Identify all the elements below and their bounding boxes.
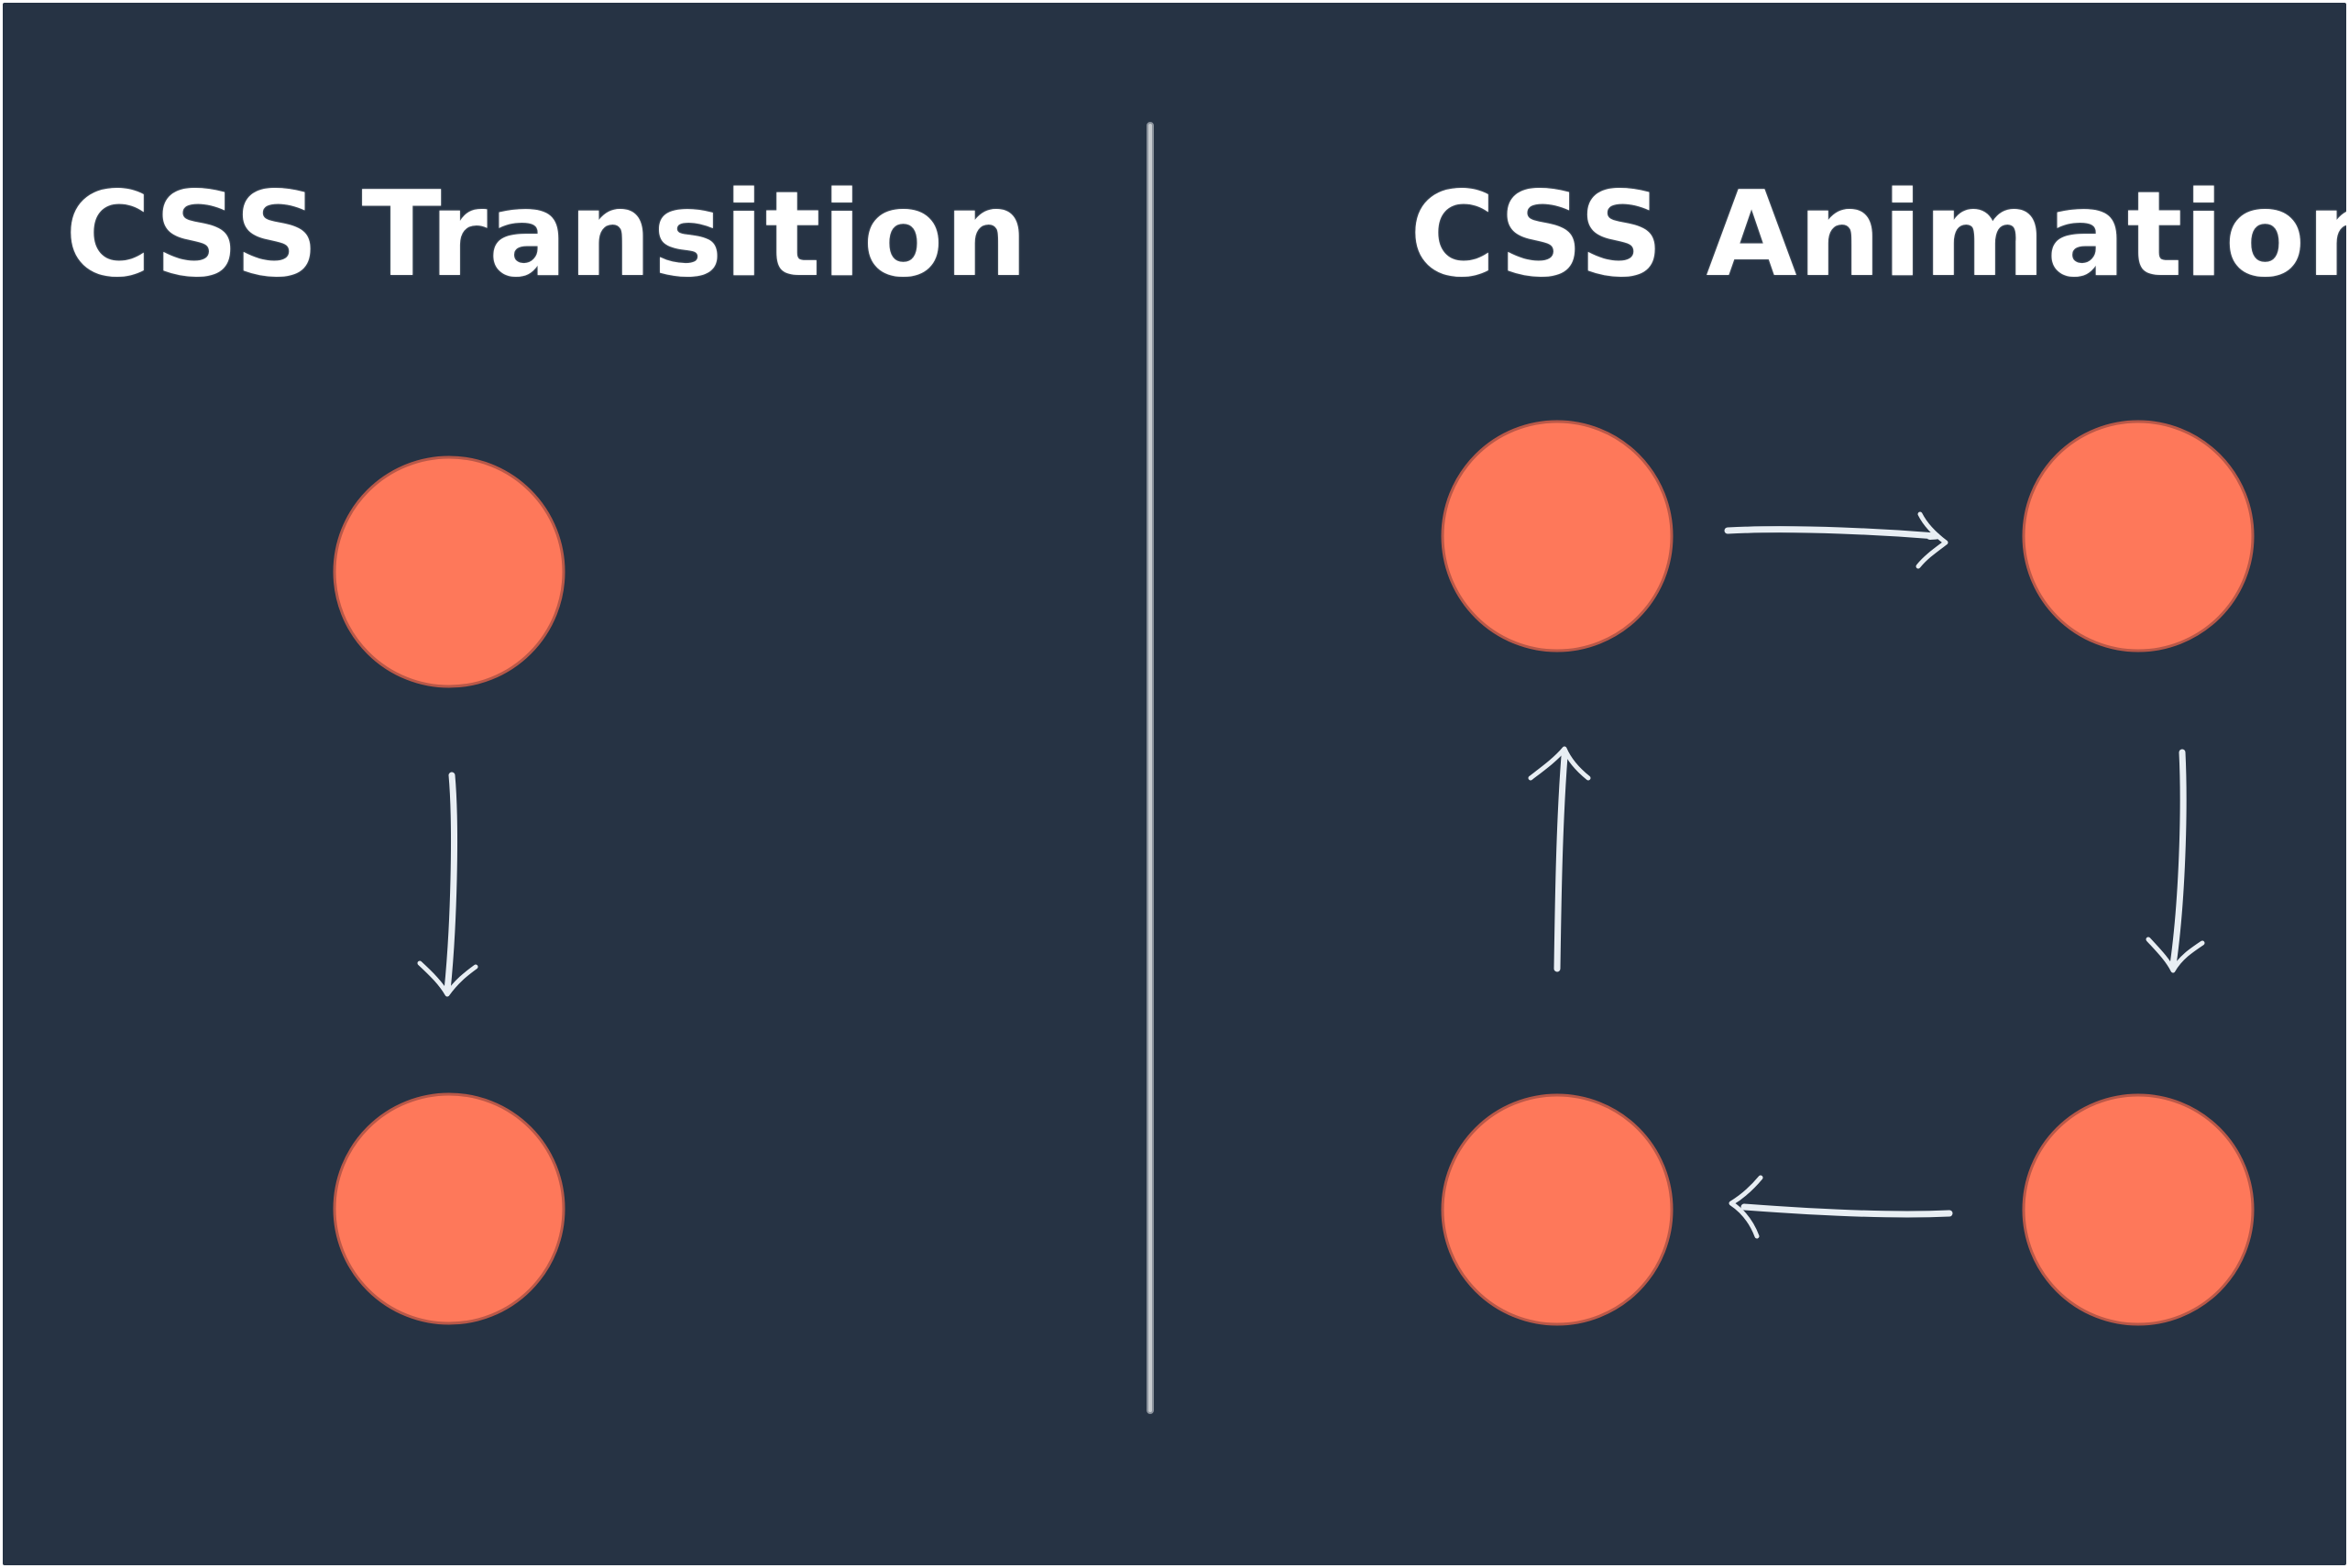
animation-circle-bottom-right (2022, 1093, 2255, 1326)
css-transition-title: CSS Transition (65, 167, 1029, 303)
transition-start-circle (333, 455, 565, 688)
animation-arrow-left (1729, 1175, 1953, 1239)
transition-arrow-down (417, 772, 478, 997)
animation-arrow-up (1528, 746, 1591, 972)
animation-arrow-right (1724, 511, 1948, 569)
css-animation-title: CSS Animation (1410, 167, 2346, 303)
diagram-canvas: CSS Transition CSS Animation (3, 3, 2346, 1565)
diagram-graphics (333, 420, 2255, 1326)
animation-arrow-down (2146, 749, 2205, 973)
panel-divider (1147, 122, 1154, 1414)
animation-circle-bottom-left (1441, 1093, 1674, 1326)
animation-circle-top-right (2022, 420, 2255, 652)
transition-end-circle (333, 1092, 565, 1325)
animation-circle-top-left (1441, 420, 1674, 652)
